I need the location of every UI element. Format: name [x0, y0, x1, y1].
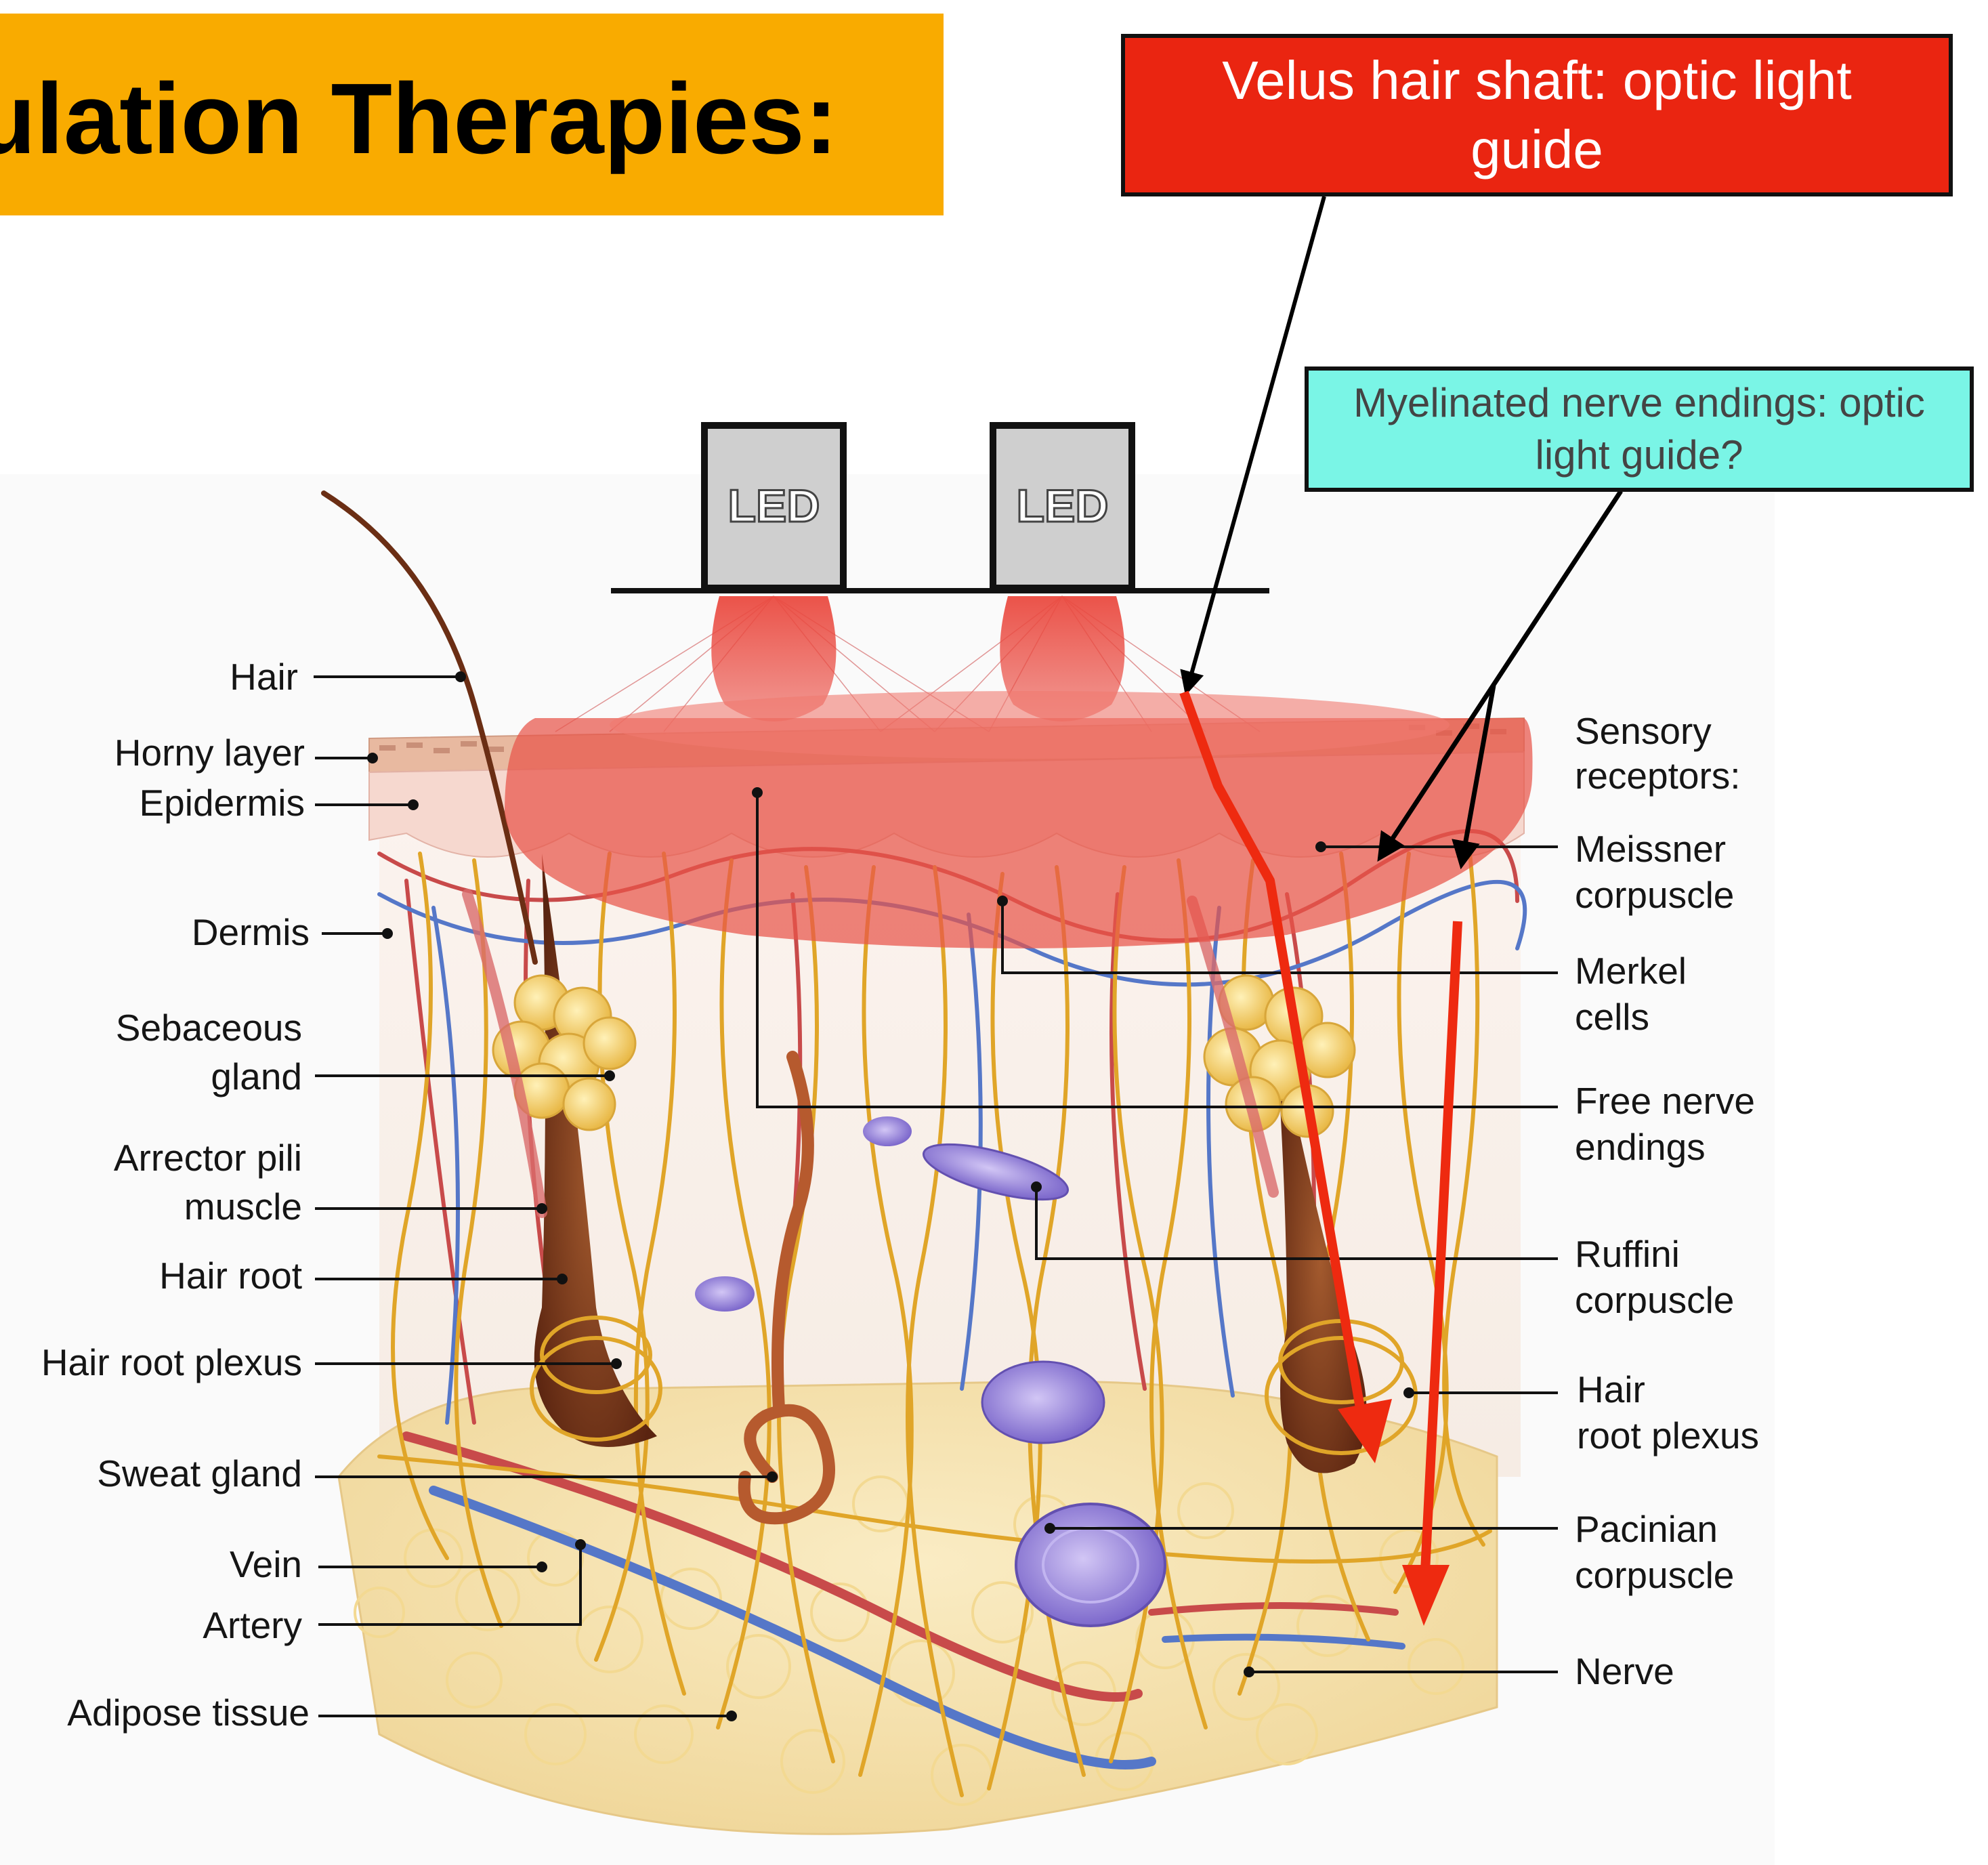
label-arrector-1: Arrector pili [114, 1134, 302, 1181]
label-artery: Artery [203, 1601, 302, 1649]
corpuscle-small-2 [695, 1276, 755, 1312]
led-label-1: LED [704, 482, 843, 530]
label-sensory-1: Sensory [1575, 707, 1712, 755]
label-epidermis: Epidermis [139, 779, 305, 826]
label-adipose: Adipose tissue [67, 1689, 310, 1736]
label-ruffini-1: Ruffini [1575, 1230, 1680, 1278]
label-pacinian-1: Pacinian [1575, 1505, 1718, 1553]
label-dermis: Dermis [192, 908, 310, 956]
pacinian-corpuscle [1016, 1504, 1165, 1626]
myelinated-nerve-callout-text: Myelinated nerve endings: optic light gu… [1322, 377, 1956, 482]
label-sweat-gland: Sweat gland [97, 1450, 302, 1497]
label-free-nerve-2: endings [1575, 1123, 1706, 1171]
label-merkel-2: cells [1575, 993, 1649, 1041]
label-sebaceous-2: gland [211, 1053, 302, 1100]
label-sebaceous-1: Sebaceous [116, 1004, 302, 1051]
corpuscle-small-1 [863, 1116, 912, 1146]
label-horny-layer: Horny layer [114, 729, 305, 776]
led-label-2: LED [993, 482, 1132, 530]
label-vein: Vein [230, 1541, 302, 1588]
corpuscle-medium [982, 1362, 1104, 1443]
velus-hair-callout-text: Velus hair shaft: optic light guide [1152, 46, 1922, 185]
label-hair: Hair [230, 653, 298, 700]
label-hair-root: Hair root [159, 1252, 302, 1299]
label-meissner-2: corpuscle [1575, 871, 1734, 919]
velus-hair-callout: Velus hair shaft: optic light guide [1121, 34, 1953, 196]
label-meissner-1: Meissner [1575, 825, 1726, 873]
myelinated-nerve-callout: Myelinated nerve endings: optic light gu… [1305, 366, 1974, 492]
label-hair-root-plexus-r-1: Hair [1577, 1366, 1645, 1413]
label-hair-root-plexus-r-2: root plexus [1577, 1412, 1759, 1459]
label-merkel-1: Merkel [1575, 947, 1687, 994]
label-hair-root-plexus: Hair root plexus [41, 1339, 302, 1386]
label-nerve: Nerve [1575, 1648, 1674, 1695]
label-pacinian-2: corpuscle [1575, 1551, 1734, 1599]
label-sensory-2: receptors: [1575, 752, 1741, 799]
label-free-nerve-1: Free nerve [1575, 1077, 1755, 1125]
label-ruffini-2: corpuscle [1575, 1276, 1734, 1324]
light-penetration-top [610, 691, 1450, 759]
label-arrector-2: muscle [184, 1183, 302, 1230]
